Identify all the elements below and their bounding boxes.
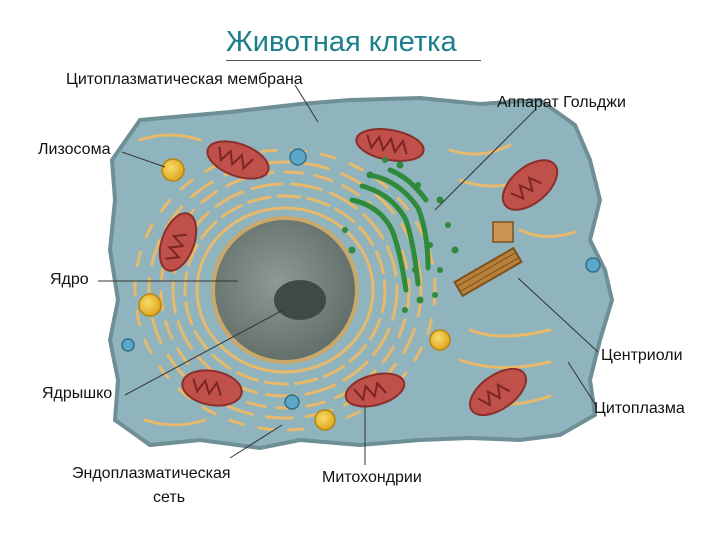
label-nucleus: Ядро bbox=[50, 271, 89, 288]
endoplasmic-reticulum bbox=[133, 133, 577, 432]
centriole bbox=[453, 246, 523, 298]
golgi-apparatus bbox=[349, 167, 431, 293]
label-nucleolus: Ядрышко bbox=[42, 385, 113, 402]
lysosomes bbox=[138, 158, 451, 431]
label-lysosome: Лизосома bbox=[38, 141, 111, 158]
label-centrioles: Центриоли bbox=[601, 347, 683, 364]
leader-lines bbox=[98, 84, 599, 465]
label-er-line2: сеть bbox=[153, 489, 186, 506]
label-cytoplasm: Цитоплазма bbox=[594, 400, 685, 417]
vesicles bbox=[121, 148, 601, 410]
label-golgi: Аппарат Гольджи bbox=[497, 94, 626, 111]
label-membrane: Цитоплазматическая мембрана bbox=[66, 71, 303, 88]
label-mitochondria: Митохондрии bbox=[322, 469, 422, 486]
golgi-vesicles bbox=[342, 157, 459, 313]
title-underline bbox=[226, 60, 481, 61]
label-er-line1: Эндоплазматическая bbox=[72, 465, 231, 482]
diagram-title: Животная клетка bbox=[226, 26, 457, 58]
centriole-small bbox=[492, 221, 514, 243]
nucleolus bbox=[274, 280, 326, 320]
